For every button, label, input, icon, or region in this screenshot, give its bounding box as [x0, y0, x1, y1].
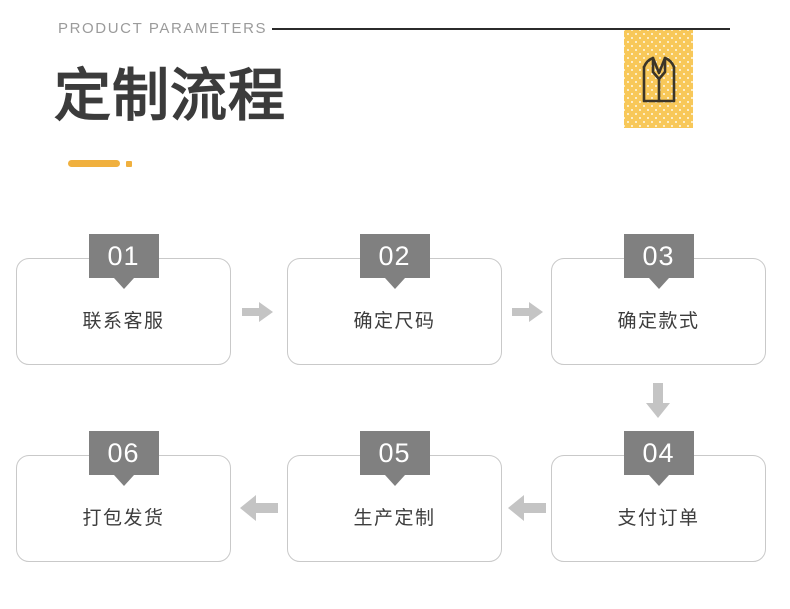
step-number-badge: 06 [88, 431, 159, 475]
arrow-left-icon-2 [240, 495, 278, 521]
arrow-left-icon-1 [508, 495, 546, 521]
flow-step-03[interactable]: 03 确定款式 [551, 234, 766, 365]
step-number-badge: 04 [623, 431, 694, 475]
accent-underline-bar [68, 160, 120, 167]
flow-step-05[interactable]: 05 生产定制 [287, 431, 502, 562]
flow-step-01[interactable]: 01 联系客服 [16, 234, 231, 365]
step-number-badge: 05 [359, 431, 430, 475]
flow-step-06[interactable]: 06 打包发货 [16, 431, 231, 562]
step-number-badge: 01 [88, 234, 159, 278]
arrow-down-icon [645, 383, 671, 419]
flow-step-02[interactable]: 02 确定尺码 [287, 234, 502, 365]
arrow-right-icon-2 [512, 302, 544, 322]
accent-underline-dot [126, 161, 132, 167]
step-label: 确定尺码 [353, 311, 436, 332]
step-label: 确定款式 [617, 311, 700, 332]
arrow-right-icon-1 [242, 302, 274, 322]
flow-step-04[interactable]: 04 支付订单 [551, 431, 766, 562]
shirt-jacket-badge [624, 30, 693, 128]
step-label: 支付订单 [617, 508, 700, 529]
header-rule-divider [272, 28, 730, 30]
page-title: 定制流程 [54, 64, 286, 128]
step-label: 打包发货 [82, 508, 165, 529]
step-label: 生产定制 [353, 508, 436, 529]
step-number-badge: 02 [359, 234, 430, 278]
section-kicker: PRODUCT PARAMETERS [58, 20, 268, 37]
step-number-badge: 03 [623, 234, 694, 278]
step-label: 联系客服 [82, 311, 165, 332]
